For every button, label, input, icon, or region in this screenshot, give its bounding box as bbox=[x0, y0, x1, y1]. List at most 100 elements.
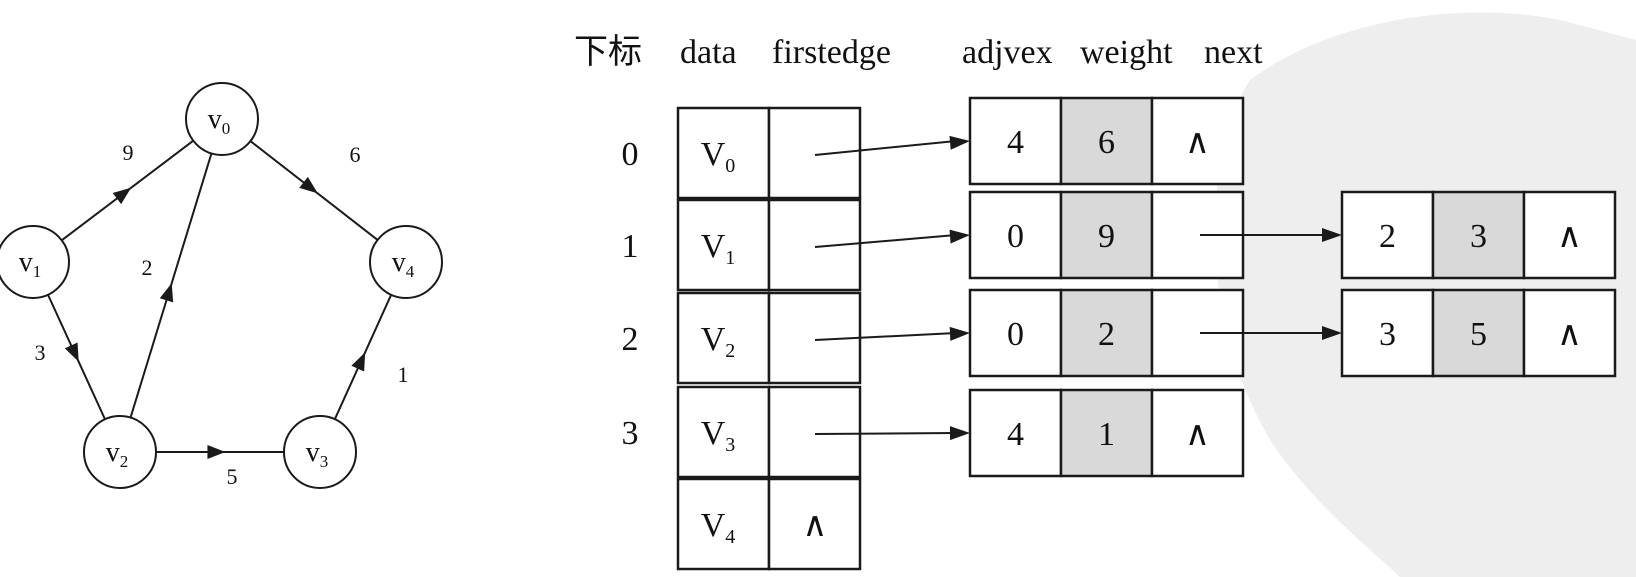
edge-node-next: ∧ bbox=[1185, 416, 1210, 453]
graph-node-v2: v2 bbox=[83, 415, 157, 489]
node-label: v3 bbox=[306, 437, 329, 471]
edge-weight-label: 2 bbox=[142, 255, 153, 280]
vertex-label: V0 bbox=[701, 136, 736, 177]
firstedge-cell bbox=[767, 106, 862, 200]
edge-node-adjvex: 2 bbox=[1379, 218, 1396, 255]
directed-graph: 9 6 2 3 5 1 v0 v1 v2 v3 v4 bbox=[0, 82, 443, 489]
node-label: v0 bbox=[208, 104, 231, 138]
edge-node-adjvex: 4 bbox=[1007, 124, 1024, 161]
edge-weight-label: 6 bbox=[350, 142, 361, 167]
adjvex-cell bbox=[968, 190, 1063, 280]
header-index: 下标 bbox=[574, 33, 642, 71]
vertex-row: V4 ∧ bbox=[676, 477, 862, 571]
node-circle bbox=[0, 225, 70, 299]
firstedge-pointer-3-head bbox=[949, 426, 970, 441]
graph-node-v1: v1 bbox=[0, 225, 70, 299]
firstedge-pointer-2-head bbox=[949, 326, 970, 341]
edge-node-weight: 2 bbox=[1098, 316, 1115, 353]
weight-cell bbox=[1431, 288, 1526, 378]
row-index: 0 bbox=[622, 136, 639, 173]
table-headers: 下标 data firstedge adjvex weight next bbox=[574, 33, 1263, 71]
next-pointer-1-head bbox=[1322, 228, 1342, 242]
vertex-row: 0 V0 bbox=[622, 106, 862, 200]
header-data: data bbox=[680, 34, 737, 71]
graph-edge-arrow-v2-v0 bbox=[159, 283, 174, 303]
edge-node-weight: 9 bbox=[1098, 218, 1115, 255]
node-circle bbox=[83, 415, 157, 489]
data-cell bbox=[676, 291, 771, 385]
graph-edge-arrow-v1-v2 bbox=[64, 342, 79, 362]
edge-node: 2 3 ∧ bbox=[1340, 190, 1617, 280]
edge-node-next: ∧ bbox=[1185, 124, 1210, 161]
vertex-row: 2 V2 bbox=[622, 291, 862, 385]
edge-node-weight: 1 bbox=[1098, 416, 1115, 453]
edge-node: 4 6 ∧ bbox=[968, 96, 1245, 186]
edge-node-adjvex: 3 bbox=[1379, 316, 1396, 353]
edge-node-adjvex: 4 bbox=[1007, 416, 1024, 453]
graph-node-v3: v3 bbox=[283, 415, 357, 489]
graph-edge-arrow-v2-v3 bbox=[207, 445, 226, 459]
firstedge-pointer-0 bbox=[814, 140, 957, 156]
edge-node-adjvex: 0 bbox=[1007, 218, 1024, 255]
node-circle bbox=[185, 82, 259, 156]
firstedge-pointer-3 bbox=[814, 432, 957, 435]
edge-weight-label: 3 bbox=[35, 340, 46, 365]
edge-node: 4 1 ∧ bbox=[968, 388, 1245, 478]
node-circle bbox=[369, 225, 443, 299]
next-cell bbox=[1150, 388, 1245, 478]
vertex-label: V4 bbox=[701, 507, 736, 548]
node-label: v4 bbox=[392, 247, 415, 281]
graph-edge-arrow-v1-v0 bbox=[112, 187, 132, 205]
edge-node-adjvex: 0 bbox=[1007, 316, 1024, 353]
data-cell bbox=[676, 106, 771, 200]
null-pointer: ∧ bbox=[803, 507, 828, 544]
adjvex-cell bbox=[968, 96, 1063, 186]
firstedge-cell bbox=[767, 477, 862, 571]
next-cell bbox=[1150, 96, 1245, 186]
vertex-label: V1 bbox=[701, 228, 736, 269]
edge-weight-label: 1 bbox=[398, 362, 409, 387]
next-pointer-2-head bbox=[1322, 326, 1342, 340]
edge-node-weight: 3 bbox=[1470, 218, 1487, 255]
firstedge-pointer-1-head bbox=[949, 229, 970, 244]
edge-node-next: ∧ bbox=[1557, 218, 1582, 255]
graph-edge-arrow-v3-v4 bbox=[351, 352, 366, 372]
vertex-row: 3 V3 bbox=[622, 385, 862, 479]
row-index: 2 bbox=[622, 321, 639, 358]
graph-edge-arrow-v0-v4 bbox=[299, 176, 318, 194]
header-weight: weight bbox=[1080, 34, 1173, 71]
weight-cell bbox=[1059, 96, 1154, 186]
edge-node-weight: 5 bbox=[1470, 316, 1487, 353]
header-next: next bbox=[1204, 34, 1263, 71]
data-cell bbox=[676, 477, 771, 571]
weight-cell bbox=[1059, 288, 1154, 378]
vertex-label: V3 bbox=[701, 415, 736, 456]
node-label: v1 bbox=[19, 247, 42, 281]
vertex-label: V2 bbox=[701, 321, 736, 362]
node-label: v2 bbox=[106, 437, 129, 471]
firstedge-cell bbox=[767, 385, 862, 479]
edge-weight-label: 9 bbox=[123, 140, 134, 165]
header-firstedge: firstedge bbox=[772, 34, 891, 71]
edge-node-weight: 6 bbox=[1098, 124, 1115, 161]
edge-weight-label: 5 bbox=[227, 464, 238, 489]
data-cell bbox=[676, 198, 771, 292]
graph-node-v0: v0 bbox=[185, 82, 259, 156]
data-cell bbox=[676, 385, 771, 479]
row-index: 1 bbox=[622, 228, 639, 265]
row-index: 3 bbox=[622, 415, 639, 452]
next-cell bbox=[1522, 190, 1617, 280]
next-cell bbox=[1522, 288, 1617, 378]
firstedge-pointer-1 bbox=[814, 234, 957, 248]
weight-cell bbox=[1431, 190, 1526, 280]
vertex-row: 1 V1 bbox=[622, 198, 862, 292]
node-circle bbox=[283, 415, 357, 489]
header-adjvex: adjvex bbox=[962, 34, 1053, 71]
firstedge-pointer-0-head bbox=[949, 135, 970, 150]
